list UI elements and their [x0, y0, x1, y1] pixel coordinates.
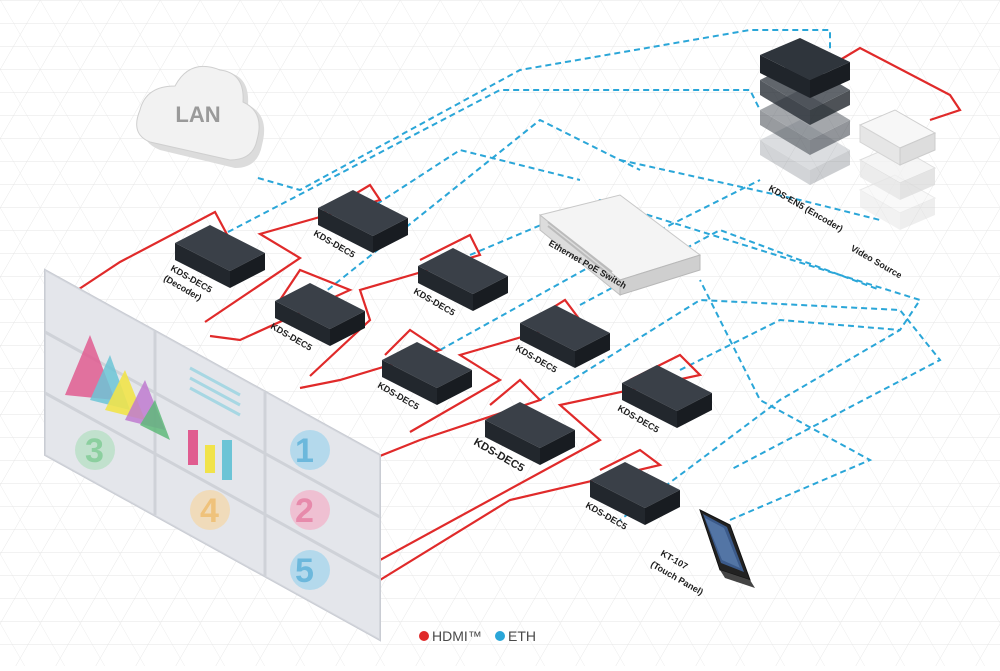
lan-label: LAN [175, 102, 220, 127]
tile-number-5: 5 [295, 552, 314, 590]
eth-cable [359, 148, 581, 216]
tile-number-4: 4 [200, 492, 219, 530]
hdmi-cable [69, 210, 231, 296]
legend-hdmi-label: HDMI™ [432, 628, 482, 644]
legend: HDMI™ ETH [419, 628, 536, 644]
legend-hdmi-marker [419, 631, 429, 641]
decoder-3: KDS-DEC5 [269, 283, 365, 353]
tile-number-2: 2 [295, 492, 314, 530]
eth-cable [619, 159, 881, 221]
hdmi-cable [379, 378, 543, 458]
decoder-1: KDS-DEC5 (Decoder) [162, 225, 265, 303]
hdmi-cable [379, 448, 663, 581]
video-wall: 3 4 1 2 5 [44, 268, 381, 642]
eth-cable [539, 298, 942, 471]
legend-eth-marker [495, 631, 505, 641]
eth-cable [679, 318, 901, 371]
hdmi-cable-source [839, 46, 962, 122]
eth-cable-lan [257, 29, 831, 192]
hdmi-cable [209, 268, 353, 342]
tile-number-3: 3 [85, 432, 104, 470]
hdmi-cable [299, 328, 443, 390]
eth-cable [227, 89, 761, 233]
legend-eth-label: ETH [508, 628, 536, 644]
tile-number-1: 1 [295, 432, 314, 470]
eth-cable-panel [699, 279, 873, 521]
lan-cloud: LAN [136, 66, 265, 168]
